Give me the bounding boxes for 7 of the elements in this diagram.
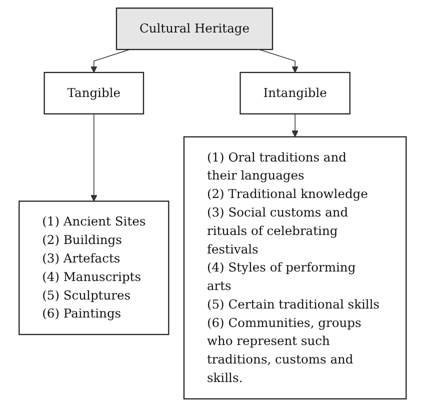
node-box: Intangible — [240, 72, 350, 114]
node-box: (1) Oral traditions and their languages (2) Traditional knowledge (3) Social customs and rituals of celebrating festivals (4) Styles of performing arts (5) Certain traditional skills (6) Communities, groups who represent such traditions, customs and skills. — [183, 136, 407, 400]
node-box: Tangible — [44, 72, 144, 114]
arrow — [292, 113, 298, 138]
node-box: Cultural Heritage — [116, 8, 273, 50]
node-box: (1) Ancient Sites (2) Buildings (3) Artefacts (4) Manuscripts (5) Sculptures (6) Paintings — [18, 200, 170, 336]
arrow — [90, 113, 98, 202]
